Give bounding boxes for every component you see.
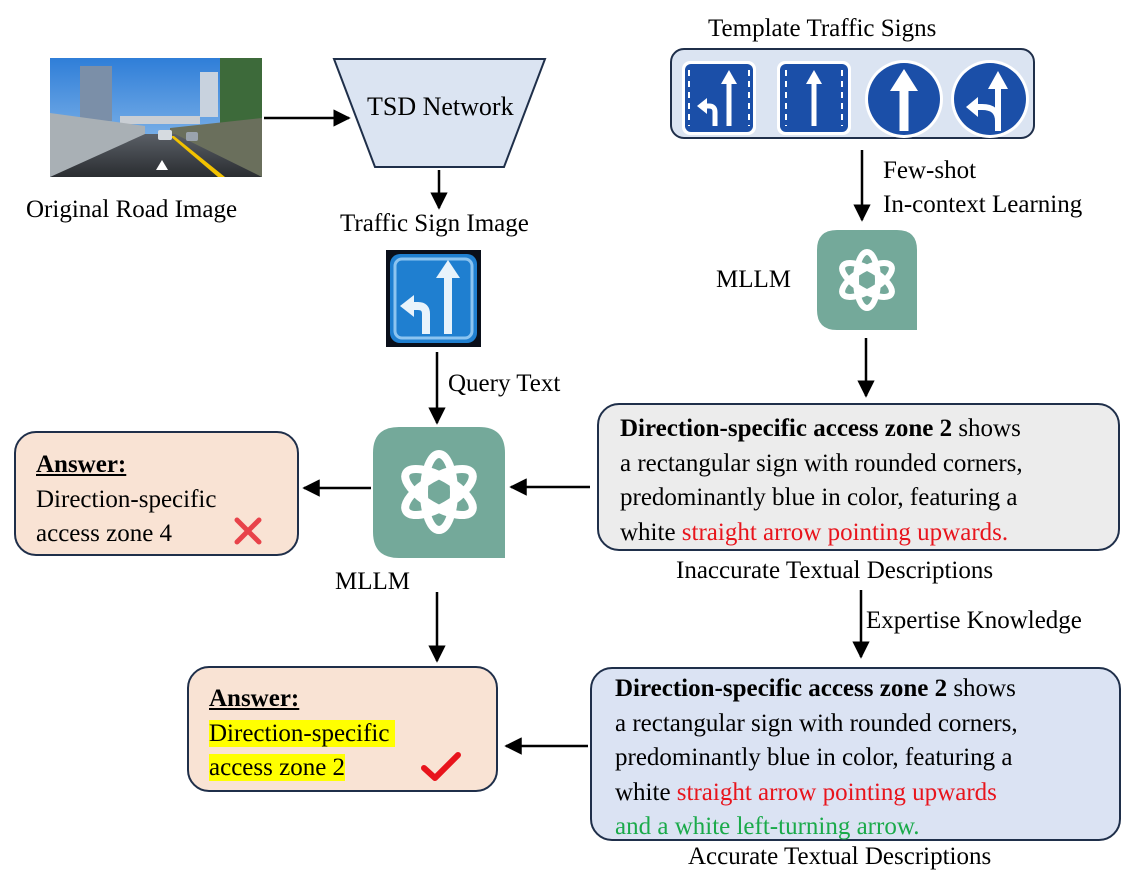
wrong-answer-line1: Direction-specific xyxy=(36,485,217,513)
inaccurate-descriptions-caption: Inaccurate Textual Descriptions xyxy=(676,557,994,584)
query-text-label: Query Text xyxy=(448,370,561,397)
inaccurate-zone-name: Direction-specific access zone 2 xyxy=(620,415,953,442)
original-road-image-caption: Original Road Image xyxy=(26,196,238,223)
wrong-answer-title: Answer: xyxy=(36,451,127,478)
expertise-knowledge-label: Expertise Knowledge xyxy=(866,607,1082,634)
mllm-center-icon xyxy=(373,427,505,558)
accurate-line5-green: and a white left-turning arrow. xyxy=(615,813,920,840)
mllm-top-label: MLLM xyxy=(716,266,791,293)
accurate-line2: a rectangular sign with rounded corners, xyxy=(615,709,1018,737)
wrong-answer-box: Answer: Direction-specific access zone 4 xyxy=(14,431,299,556)
traffic-sign-image-caption: Traffic Sign Image xyxy=(340,210,529,237)
tsd-network-block xyxy=(332,58,547,168)
accurate-descriptions-caption: Accurate Textual Descriptions xyxy=(688,843,992,870)
traffic-sign-image xyxy=(386,250,481,347)
few-shot-label: Few-shot xyxy=(883,157,977,184)
inaccurate-description-box: Direction-specific access zone 2 shows a… xyxy=(597,403,1120,551)
cross-icon xyxy=(234,517,262,545)
inaccurate-text1: shows xyxy=(952,415,1021,442)
wrong-answer-line2: access zone 4 xyxy=(36,520,173,547)
mllm-top-icon xyxy=(817,230,917,330)
correct-answer-title: Answer: xyxy=(209,685,300,712)
template-sign-round-left-straight xyxy=(951,60,1029,138)
inaccurate-line4-red: straight arrow pointing upwards. xyxy=(681,518,1009,546)
accurate-zone-name: Direction-specific access zone 2 xyxy=(615,675,948,702)
tsd-network-label: TSD Network xyxy=(367,92,514,121)
check-icon xyxy=(421,752,461,781)
original-road-image xyxy=(50,58,262,177)
template-traffic-signs-title: Template Traffic Signs xyxy=(708,15,937,42)
inaccurate-line4-prefix: white xyxy=(620,518,682,546)
inaccurate-line3: predominantly blue in color, featuring a xyxy=(620,484,1018,511)
in-context-learning-label: In-context Learning xyxy=(883,191,1083,218)
accurate-description-box: Direction-specific access zone 2 shows a… xyxy=(590,667,1121,841)
accurate-text1: shows xyxy=(947,675,1016,702)
template-sign-straight xyxy=(777,61,851,135)
mllm-center-label: MLLM xyxy=(335,568,410,595)
correct-answer-line2: access zone 2 xyxy=(209,754,346,781)
accurate-line3: predominantly blue in color, featuring a xyxy=(615,744,1013,771)
inaccurate-line2: a rectangular sign with rounded corners, xyxy=(620,449,1023,477)
correct-answer-line1: Direction-specific xyxy=(209,719,396,747)
template-sign-left-straight xyxy=(682,61,756,135)
accurate-line4-red: straight arrow pointing upwards xyxy=(676,778,997,806)
template-sign-round-straight xyxy=(865,60,943,138)
accurate-line4-prefix: white xyxy=(615,778,677,806)
